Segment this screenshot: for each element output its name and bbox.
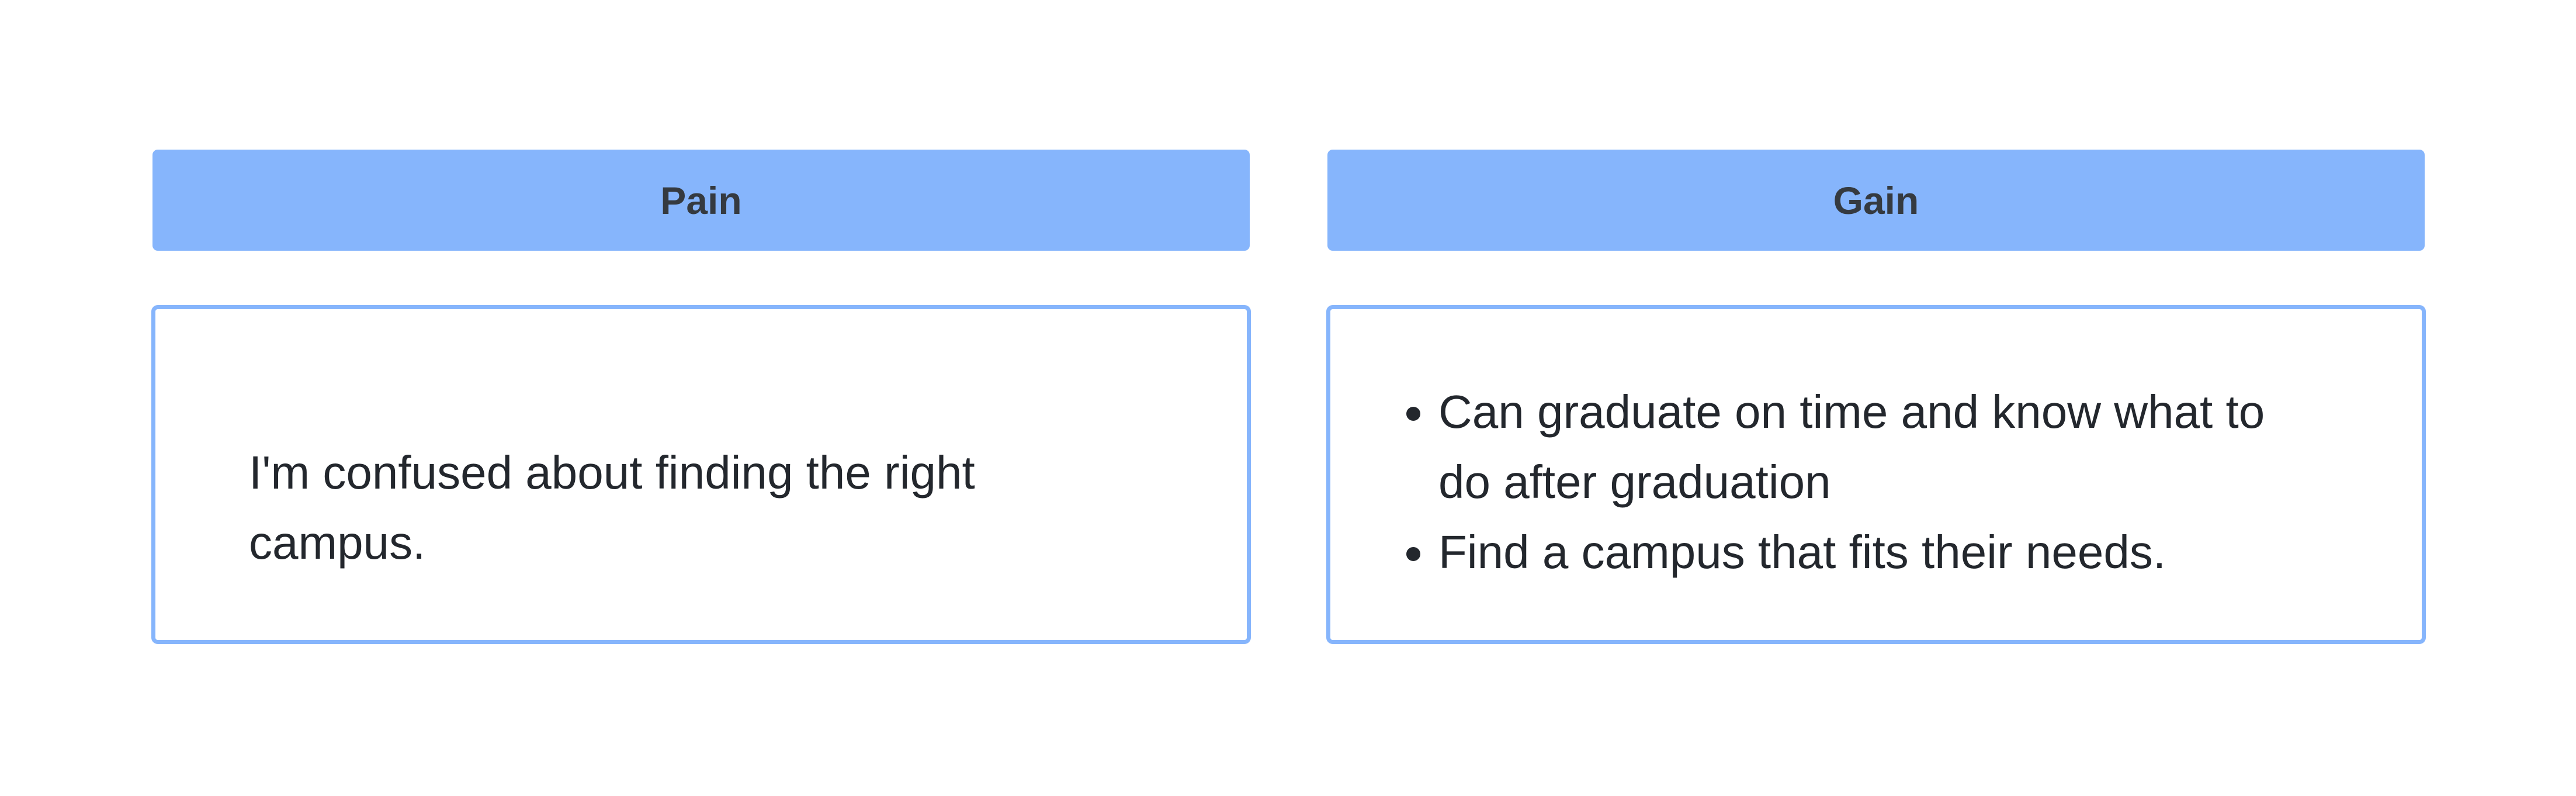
gain-title: Gain: [1833, 178, 1919, 222]
gain-content-box: Can graduate on time and know what to do…: [1326, 305, 2426, 644]
gain-list: Can graduate on time and know what to do…: [1330, 377, 2324, 587]
gain-list-item: Find a campus that fits their needs.: [1438, 517, 2324, 587]
gain-header: Gain: [1327, 150, 2425, 251]
pain-title: Pain: [660, 178, 742, 222]
gain-list-item: Can graduate on time and know what to do…: [1438, 377, 2324, 517]
pain-content-box: I'm confused about finding the right cam…: [151, 305, 1251, 644]
pain-text: I'm confused about finding the right cam…: [249, 447, 975, 569]
pain-header: Pain: [152, 150, 1250, 251]
